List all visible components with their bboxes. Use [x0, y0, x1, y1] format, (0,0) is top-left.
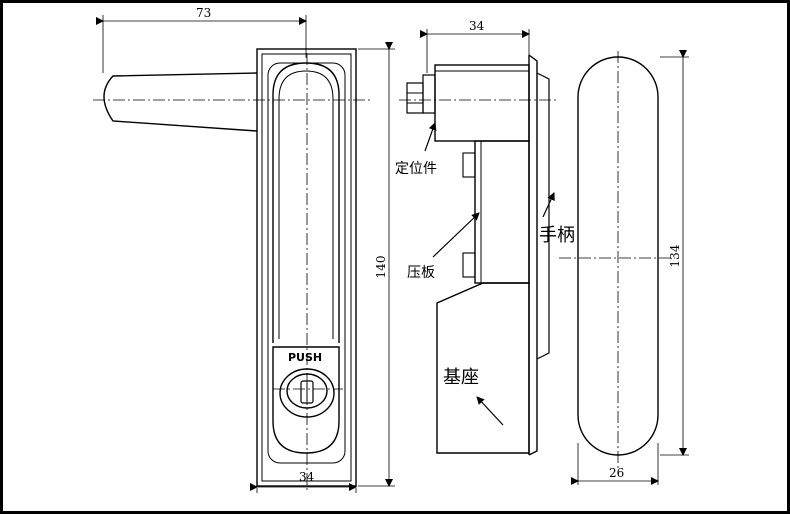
- leader-base: [476, 396, 504, 426]
- leader-pressure-plate: [432, 212, 480, 258]
- leader-positioning-part: [424, 122, 437, 152]
- side-view: [406, 54, 550, 456]
- side-middle-block: [474, 140, 530, 284]
- handle-body: [272, 62, 340, 343]
- side-screw-bottom: [462, 252, 476, 278]
- dim-front-handle-length: [96, 15, 307, 73]
- side-base: [436, 282, 530, 454]
- lever-arm: [103, 72, 258, 132]
- dim-side-depth: [420, 29, 530, 73]
- label-base: 基座: [443, 367, 479, 388]
- leader-handle: [542, 192, 555, 218]
- back-centerlines: [559, 51, 675, 473]
- dim-26-label: 26: [609, 466, 624, 480]
- label-positioning-part: 定位件: [395, 161, 437, 177]
- side-handle-profile: [536, 72, 550, 360]
- drawing-canvas: PUSH 73 34 140: [3, 3, 787, 511]
- front-plate-outer: [256, 48, 357, 487]
- front-centerlines: [93, 53, 371, 493]
- side-nut: [406, 82, 424, 114]
- side-bolt-stem: [422, 74, 436, 114]
- dim-back-width: [571, 443, 659, 485]
- front-view: [103, 48, 357, 487]
- dim-140-label: 140: [374, 256, 388, 279]
- handle-inner-edge: [278, 70, 334, 339]
- dim-front-width: [250, 483, 357, 493]
- dim-front-height: [358, 42, 395, 487]
- push-panel: [272, 346, 340, 454]
- dim-73-label: 73: [196, 6, 211, 20]
- callout-leaders: [424, 122, 555, 426]
- side-screw-top: [462, 152, 476, 178]
- dim-134-label: 134: [668, 244, 682, 267]
- push-label: PUSH: [288, 351, 322, 364]
- side-upper-housing: [434, 64, 530, 142]
- front-plate-inner: [261, 53, 352, 482]
- label-pressure-plate: 压板: [407, 265, 435, 281]
- dim-34-side-label: 34: [469, 19, 485, 33]
- label-handle: 手柄: [539, 225, 575, 246]
- side-flange: [528, 54, 538, 456]
- dim-back-height: [660, 50, 689, 456]
- technical-drawing: PUSH 73 34 140: [93, 6, 689, 493]
- dim-34-front-label: 34: [299, 470, 315, 484]
